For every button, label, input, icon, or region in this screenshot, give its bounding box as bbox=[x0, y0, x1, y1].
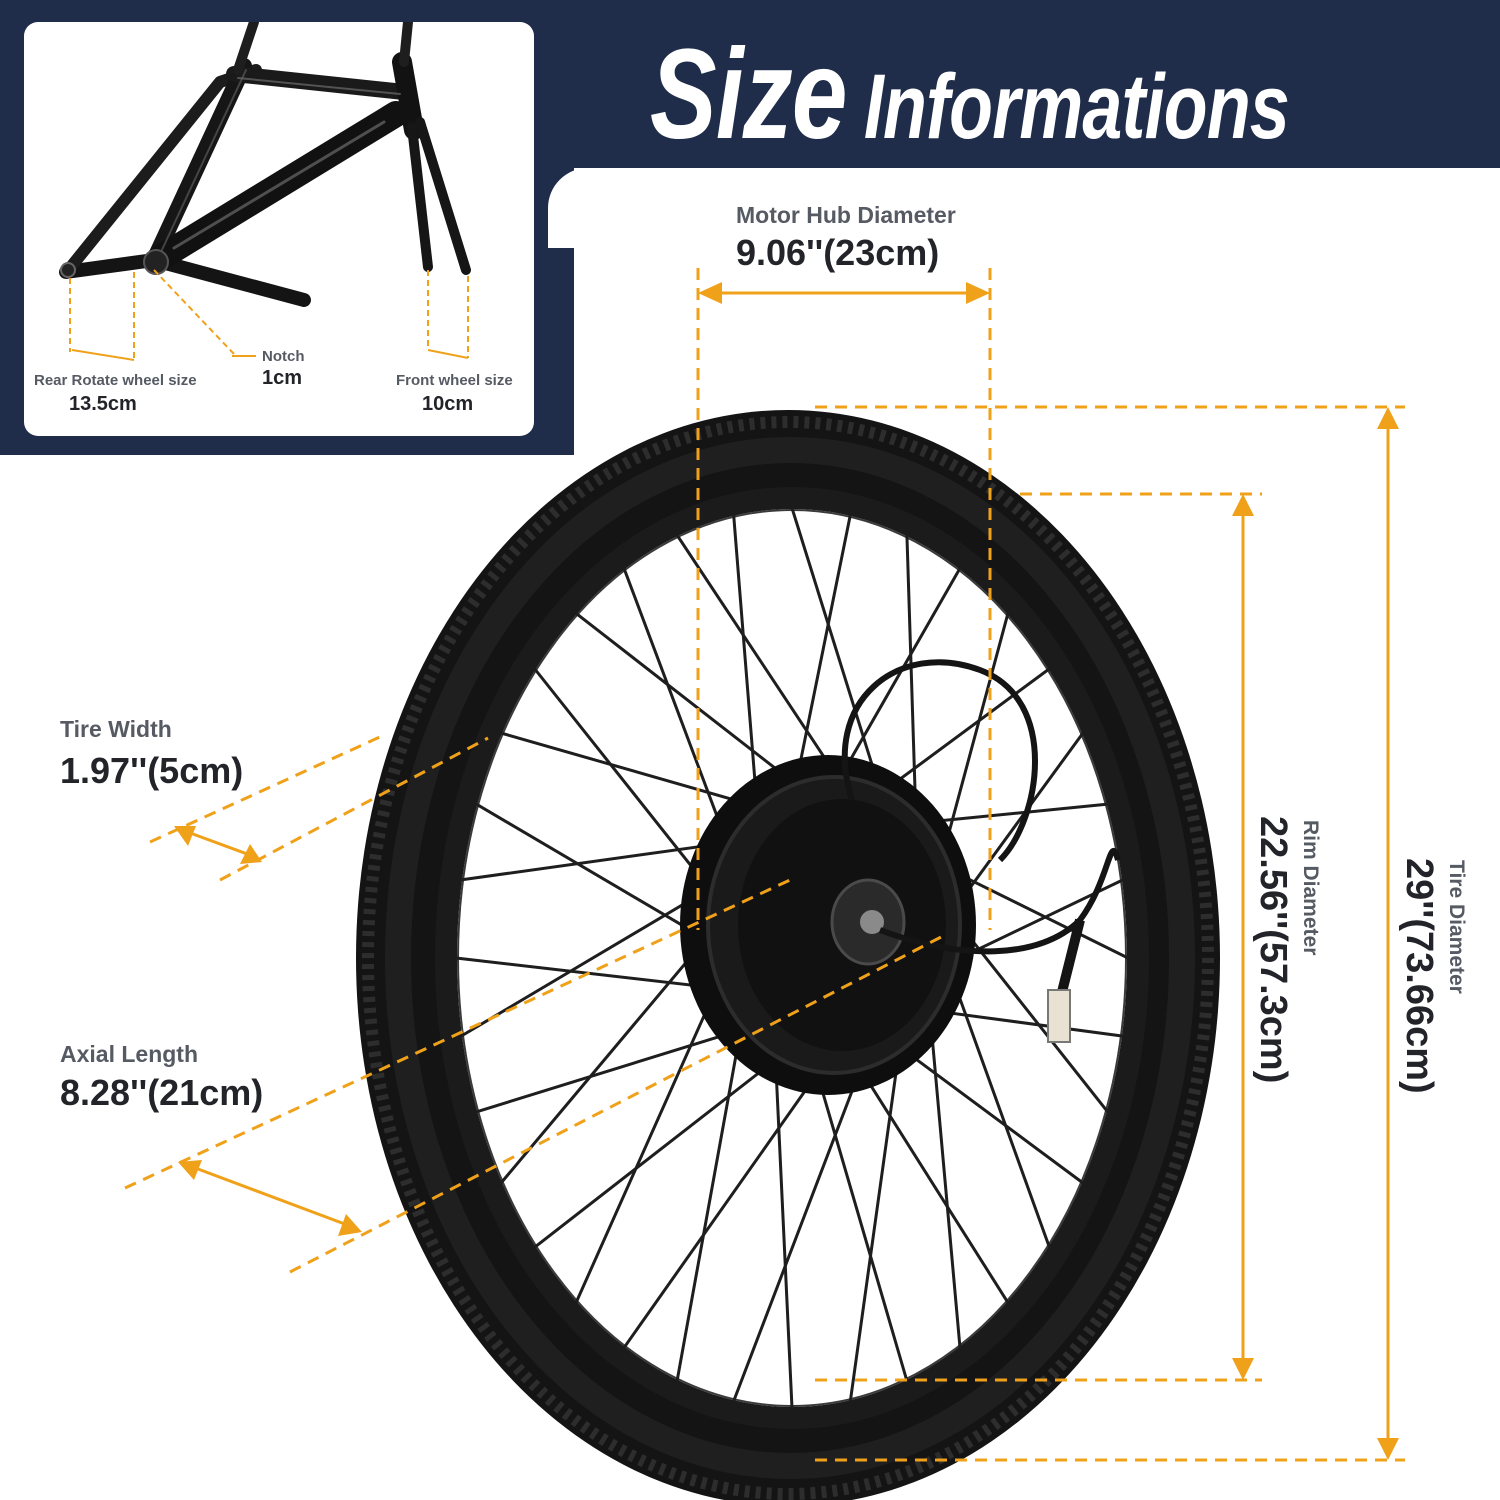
spoke bbox=[622, 1058, 829, 1349]
spoke bbox=[848, 1029, 904, 1402]
notch-label: Notch bbox=[262, 348, 305, 365]
hub-motor bbox=[680, 755, 976, 1095]
spoke bbox=[732, 514, 760, 821]
spoke bbox=[732, 1051, 869, 1402]
spoke bbox=[675, 534, 849, 793]
spoke bbox=[811, 1057, 909, 1382]
frame-dimension-lines bbox=[69, 269, 469, 361]
dimension-lines bbox=[124, 268, 1405, 1462]
rear-wheel-value: 13.5cm bbox=[69, 393, 137, 415]
tire-diameter-label: Tire Diameter bbox=[1445, 860, 1468, 994]
spoke bbox=[905, 535, 918, 837]
tire-tread bbox=[362, 416, 1214, 1500]
spoke bbox=[500, 731, 771, 812]
bottom-bracket bbox=[143, 249, 169, 275]
rear-dropout bbox=[60, 262, 76, 278]
rim-diameter-value: 22.56''(57.3cm) bbox=[1252, 816, 1294, 1084]
rim-diameter-label: Rim Diameter bbox=[1299, 820, 1322, 956]
motor-cable bbox=[841, 659, 1121, 1043]
spoke bbox=[460, 880, 722, 1038]
spoke bbox=[791, 514, 852, 798]
axial-length-value: 8.28''(21cm) bbox=[60, 1072, 264, 1113]
motor-hub-value: 9.06''(23cm) bbox=[736, 232, 940, 273]
bike-frame-illustration bbox=[59, 22, 471, 361]
spoke bbox=[475, 802, 717, 947]
rear-wheel-label: Rear Rotate wheel size bbox=[34, 372, 197, 389]
tire-width-value: 1.97''(5cm) bbox=[60, 750, 244, 791]
title-word-size: Size bbox=[650, 23, 847, 166]
spoke bbox=[790, 507, 887, 808]
tire-width-label: Tire Width bbox=[60, 716, 172, 742]
tire-sidewall bbox=[385, 437, 1195, 1479]
axle bbox=[860, 910, 884, 934]
bike-frame-card: Rear Rotate wheel size 13.5cm Notch 1cm … bbox=[24, 22, 534, 436]
front-wheel-label: Front wheel size bbox=[396, 372, 513, 389]
spoke bbox=[941, 950, 1051, 1248]
spoke bbox=[475, 1024, 755, 1114]
spoke bbox=[575, 612, 809, 795]
spoke bbox=[533, 1048, 789, 1249]
spoke bbox=[675, 1013, 745, 1382]
dimension-arrowheads bbox=[174, 282, 1399, 1460]
spoke bbox=[460, 839, 741, 882]
spoke bbox=[851, 1055, 1010, 1304]
axial-length-label: Axial Length bbox=[60, 1041, 199, 1067]
spoke bbox=[499, 927, 716, 1184]
motor-hub-label: Motor Hub Diameter bbox=[736, 202, 956, 228]
title-word-informations: Informations bbox=[863, 56, 1290, 158]
spoke bbox=[574, 973, 725, 1304]
notch-value: 1cm bbox=[262, 367, 303, 389]
spoke bbox=[455, 956, 730, 991]
tire-diameter-value: 29''(73.66cm) bbox=[1398, 858, 1440, 1094]
spoke bbox=[773, 1042, 794, 1409]
spoke bbox=[622, 567, 734, 856]
front-wheel-value: 10cm bbox=[422, 393, 474, 415]
spoke bbox=[533, 667, 719, 900]
spoke bbox=[831, 567, 962, 792]
spoke bbox=[889, 1038, 1084, 1185]
content-corner bbox=[548, 168, 628, 248]
spoke bbox=[926, 994, 962, 1348]
